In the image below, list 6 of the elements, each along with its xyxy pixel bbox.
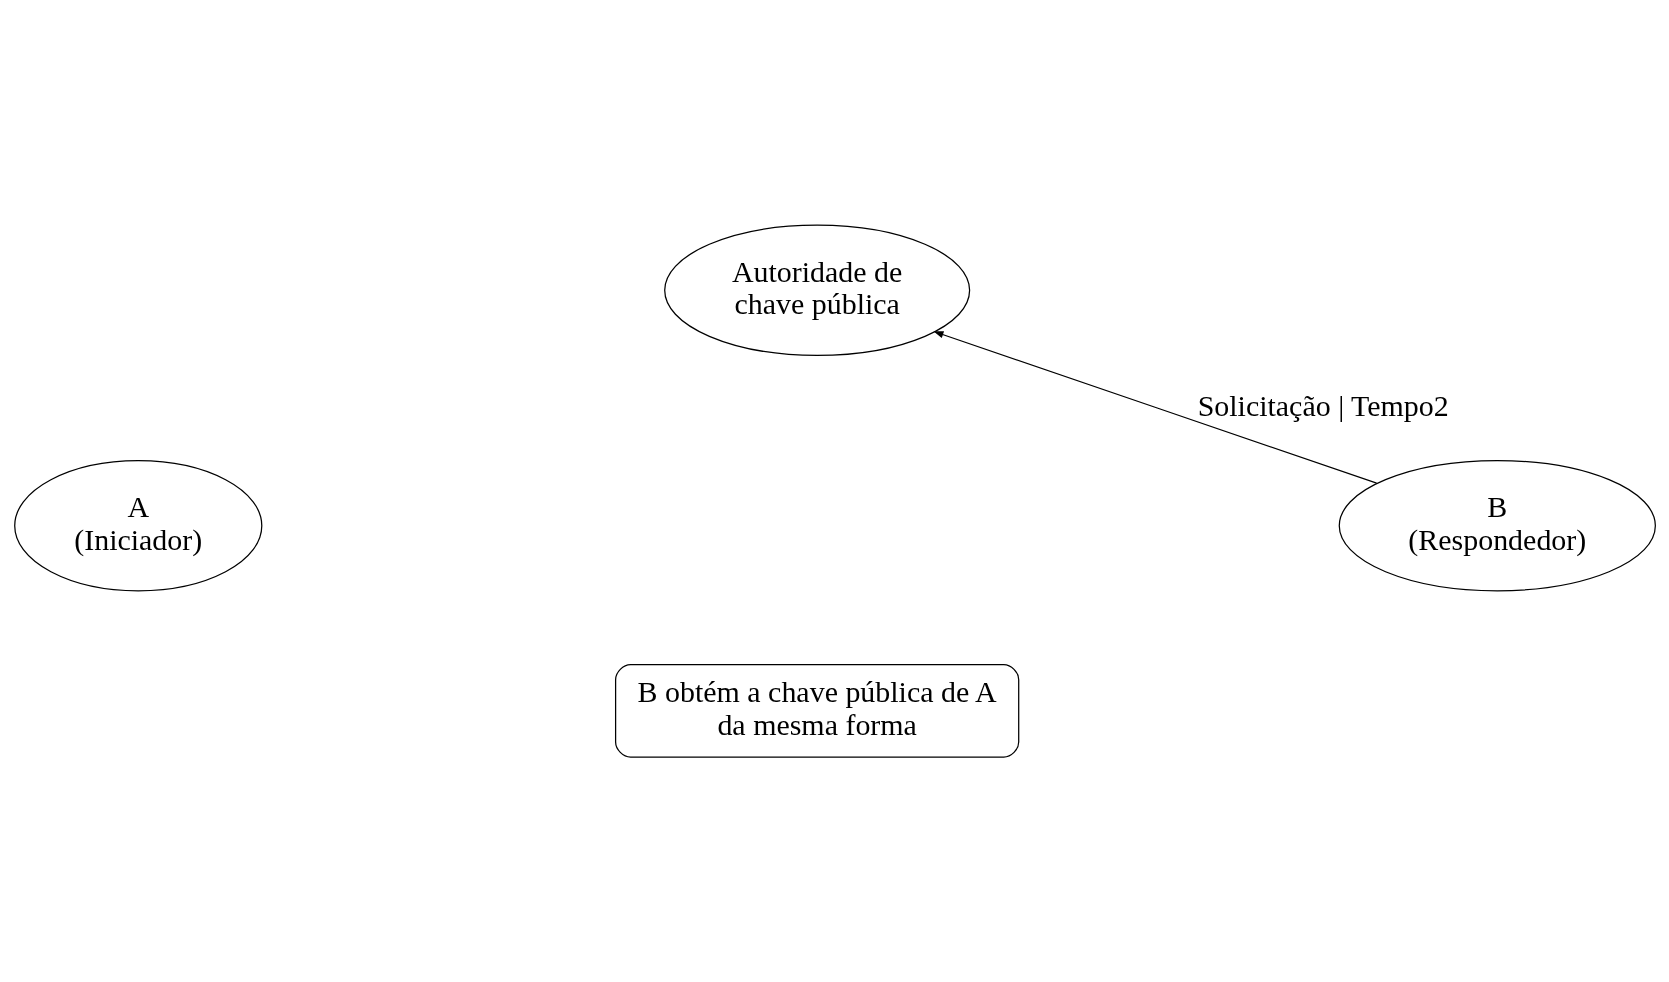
node-ellipse: B (Respondedor): [1338, 460, 1656, 592]
edge-label: Solicitação | Tempo2: [1197, 388, 1449, 422]
node-box: B obtém a chave pública de A da mesma forma: [614, 664, 1019, 758]
node-ellipse: Autoridade de chave pública: [663, 224, 970, 356]
arrow: [932, 331, 1377, 484]
node-ellipse: A (Iniciador): [13, 460, 262, 592]
